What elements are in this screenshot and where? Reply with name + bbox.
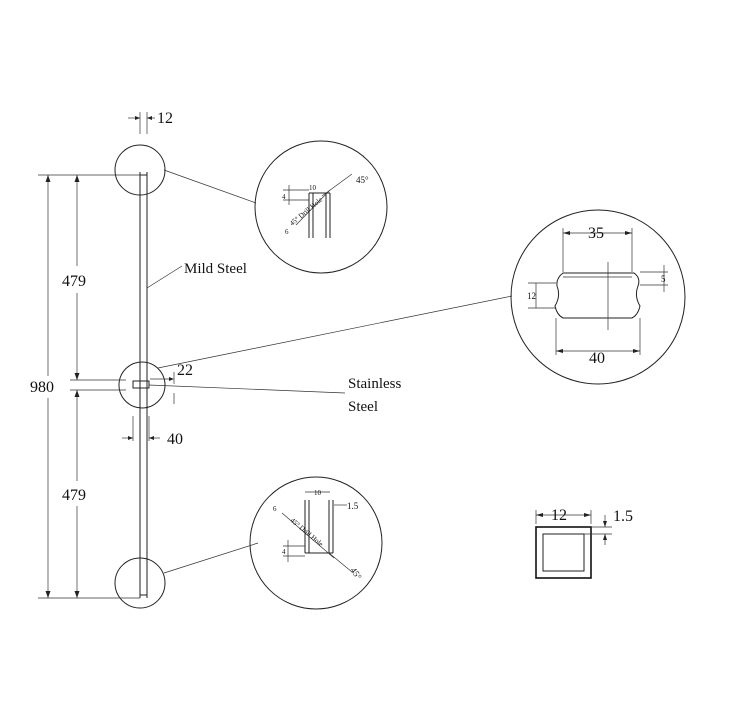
top-detail-leader	[163, 169, 257, 204]
tube-size-label: 12	[157, 110, 173, 127]
section-wall-label: 1.5	[613, 508, 633, 525]
tube-size-dimension: 12	[128, 110, 173, 134]
bottom-detail: 10 1.5 6 4 45° 45° Drill Hole	[249, 476, 383, 610]
middle-detail-bottom-width: 40	[589, 350, 605, 367]
top-detail-dim-c: 10	[309, 184, 317, 192]
top-detail-dim-a: 4	[282, 193, 286, 201]
lower-segment-label: 479	[62, 487, 86, 504]
top-detail-angle: 45°	[356, 175, 369, 185]
mild-steel-callout: Mild Steel	[146, 261, 247, 289]
upper-segment-label: 479	[62, 273, 86, 290]
middle-detail-top-width: 35	[588, 225, 604, 242]
bottom-detail-dim-b: 1.5	[347, 501, 359, 511]
main-rod	[139, 172, 148, 598]
lower-segment-dimension: 479	[62, 389, 126, 598]
stainless-label-line1: Stainless	[348, 376, 401, 392]
stainless-label-line2: Steel	[348, 399, 378, 415]
bottom-joint-circle	[114, 557, 166, 609]
overall-length-label: 980	[30, 379, 54, 396]
joint-width-dimension: 40	[122, 416, 183, 448]
stainless-steel-callout: Stainless Steel	[148, 376, 401, 415]
middle-detail: 35 40 12 5	[510, 209, 686, 385]
bottom-detail-dim-a: 10	[314, 489, 322, 497]
joint-width-label: 40	[167, 431, 183, 448]
section-width-label: 12	[551, 507, 567, 524]
upper-segment-dimension: 479	[62, 175, 126, 381]
bottom-detail-hole-note: 45° Drill Hole	[289, 516, 325, 548]
middle-detail-groove: 5	[661, 274, 666, 284]
joint-offset-label: 22	[177, 362, 193, 379]
overall-length-dimension: 980	[30, 174, 140, 599]
middle-joint-circle	[118, 361, 166, 409]
stainless-joint	[132, 380, 150, 389]
bottom-detail-leader	[163, 542, 259, 574]
joint-offset-dimension: 22	[150, 362, 193, 404]
bottom-detail-dim-d: 4	[282, 548, 286, 556]
top-detail: 4 6 10 45° 45° Drill Hole	[254, 140, 388, 274]
bottom-detail-dim-c: 6	[273, 505, 277, 513]
middle-detail-leader	[157, 295, 513, 369]
top-detail-hole-note: 45° Drill Hole	[288, 196, 324, 228]
square-tube-section: 12 1.5	[535, 507, 633, 579]
middle-detail-height: 12	[527, 291, 536, 301]
bottom-detail-angle: 45°	[348, 565, 364, 581]
top-detail-dim-b: 6	[285, 228, 289, 236]
mild-steel-label: Mild Steel	[184, 261, 247, 277]
